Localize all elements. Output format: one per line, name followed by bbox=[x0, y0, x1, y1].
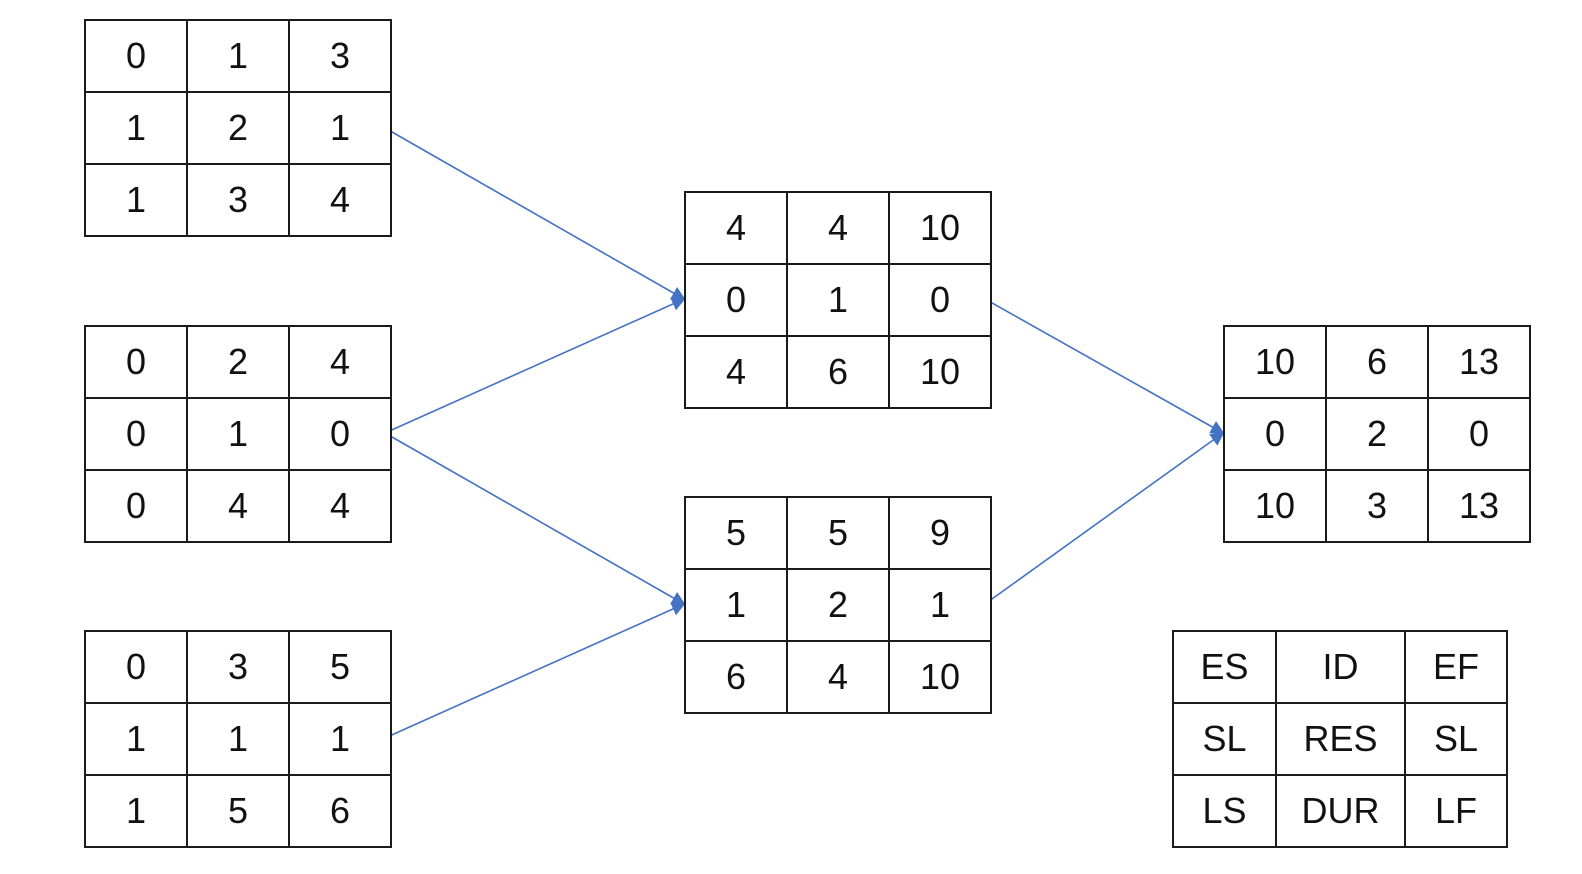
node-cell-res: 1 bbox=[186, 397, 290, 471]
activity-node: 5 5 9 1 2 1 6 4 10 bbox=[684, 496, 992, 714]
edge-3-to-5 bbox=[384, 602, 686, 739]
activity-node: 4 4 10 0 1 0 4 6 10 bbox=[684, 191, 992, 409]
legend-row-middle: SL RES SL bbox=[1172, 702, 1508, 776]
node-cell-es: 0 bbox=[84, 19, 188, 93]
node-cell-ef: 5 bbox=[288, 630, 392, 704]
node-cell-res: 1 bbox=[186, 702, 290, 776]
node-cell-ls: 4 bbox=[684, 335, 788, 409]
node-cell-dur: 3 bbox=[186, 163, 290, 237]
node-cell-id: 5 bbox=[786, 496, 890, 570]
node-row-top: 0 1 3 bbox=[84, 19, 392, 93]
node-cell-dur: 4 bbox=[786, 640, 890, 714]
node-cell-ef: 3 bbox=[288, 19, 392, 93]
node-row-top: 0 2 4 bbox=[84, 325, 392, 399]
node-cell-id: 3 bbox=[186, 630, 290, 704]
edge-4-to-6 bbox=[984, 298, 1225, 434]
node-cell-sl: 1 bbox=[288, 702, 392, 776]
node-cell-lf: 10 bbox=[888, 335, 992, 409]
node-row-bottom: 4 6 10 bbox=[684, 335, 992, 409]
node-cell-es: 0 bbox=[84, 325, 188, 399]
node-cell-id: 1 bbox=[186, 19, 290, 93]
node-cell-res: 2 bbox=[186, 91, 290, 165]
node-cell-res: 1 bbox=[786, 263, 890, 337]
node-cell-es: 10 bbox=[1223, 325, 1327, 399]
node-cell-res: 2 bbox=[1325, 397, 1429, 471]
legend-cell-ef: EF bbox=[1404, 630, 1508, 704]
node-row-middle: 0 1 0 bbox=[84, 397, 392, 471]
activity-node: 0 3 5 1 1 1 1 5 6 bbox=[84, 630, 392, 848]
node-cell-ls: 6 bbox=[684, 640, 788, 714]
node-cell-sl: 0 bbox=[288, 397, 392, 471]
node-cell-id: 2 bbox=[186, 325, 290, 399]
node-row-middle: 1 2 1 bbox=[84, 91, 392, 165]
node-cell-sl: 0 bbox=[684, 263, 788, 337]
node-row-middle: 1 1 1 bbox=[84, 702, 392, 776]
node-row-bottom: 6 4 10 bbox=[684, 640, 992, 714]
node-cell-es: 0 bbox=[84, 630, 188, 704]
node-cell-ls: 1 bbox=[84, 774, 188, 848]
legend-cell-es: ES bbox=[1172, 630, 1277, 704]
legend-cell-dur: DUR bbox=[1275, 774, 1406, 848]
node-cell-lf: 4 bbox=[288, 163, 392, 237]
node-cell-ls: 0 bbox=[84, 469, 188, 543]
node-cell-res: 2 bbox=[786, 568, 890, 642]
legend-cell-lf: LF bbox=[1404, 774, 1508, 848]
node-cell-ls: 10 bbox=[1223, 469, 1327, 543]
node-cell-ef: 9 bbox=[888, 496, 992, 570]
node-cell-dur: 4 bbox=[186, 469, 290, 543]
node-row-top: 4 4 10 bbox=[684, 191, 992, 265]
node-row-bottom: 10 3 13 bbox=[1223, 469, 1531, 543]
node-cell-ef: 4 bbox=[288, 325, 392, 399]
node-row-middle: 1 2 1 bbox=[684, 568, 992, 642]
node-row-bottom: 0 4 4 bbox=[84, 469, 392, 543]
node-row-top: 5 5 9 bbox=[684, 496, 992, 570]
node-cell-lf: 10 bbox=[888, 640, 992, 714]
edge-1-to-4 bbox=[384, 127, 686, 300]
edge-2-to-5 bbox=[384, 432, 686, 605]
node-cell-sl: 1 bbox=[84, 91, 188, 165]
node-cell-sl: 0 bbox=[888, 263, 992, 337]
node-cell-id: 6 bbox=[1325, 325, 1429, 399]
legend-row-bottom: LS DUR LF bbox=[1172, 774, 1508, 848]
node-cell-sl: 0 bbox=[1427, 397, 1531, 471]
node-cell-sl: 1 bbox=[888, 568, 992, 642]
edge-2-to-4 bbox=[384, 297, 686, 434]
node-cell-ls: 1 bbox=[84, 163, 188, 237]
activity-node: 10 6 13 0 2 0 10 3 13 bbox=[1223, 325, 1531, 543]
node-cell-dur: 6 bbox=[786, 335, 890, 409]
node-cell-lf: 6 bbox=[288, 774, 392, 848]
node-cell-dur: 5 bbox=[186, 774, 290, 848]
node-cell-dur: 3 bbox=[1325, 469, 1429, 543]
node-row-top: 10 6 13 bbox=[1223, 325, 1531, 399]
node-row-bottom: 1 5 6 bbox=[84, 774, 392, 848]
legend-row-top: ES ID EF bbox=[1172, 630, 1508, 704]
node-cell-sl: 1 bbox=[288, 91, 392, 165]
legend-cell-sl-right: SL bbox=[1404, 702, 1508, 776]
node-cell-es: 4 bbox=[684, 191, 788, 265]
node-cell-sl: 0 bbox=[84, 397, 188, 471]
node-cell-ef: 10 bbox=[888, 191, 992, 265]
node-cell-sl: 1 bbox=[84, 702, 188, 776]
activity-node: 0 1 3 1 2 1 1 3 4 bbox=[84, 19, 392, 237]
node-cell-sl: 1 bbox=[684, 568, 788, 642]
node-row-middle: 0 1 0 bbox=[684, 263, 992, 337]
legend-cell-ls: LS bbox=[1172, 774, 1277, 848]
node-cell-es: 5 bbox=[684, 496, 788, 570]
node-cell-sl: 0 bbox=[1223, 397, 1327, 471]
node-row-bottom: 1 3 4 bbox=[84, 163, 392, 237]
node-cell-id: 4 bbox=[786, 191, 890, 265]
node-cell-ef: 13 bbox=[1427, 325, 1531, 399]
legend-key: ES ID EF SL RES SL LS DUR LF bbox=[1172, 630, 1508, 848]
legend-cell-res: RES bbox=[1275, 702, 1406, 776]
activity-node: 0 2 4 0 1 0 0 4 4 bbox=[84, 325, 392, 543]
node-row-top: 0 3 5 bbox=[84, 630, 392, 704]
node-cell-lf: 13 bbox=[1427, 469, 1531, 543]
legend-cell-id: ID bbox=[1275, 630, 1406, 704]
node-cell-lf: 4 bbox=[288, 469, 392, 543]
legend-cell-sl-left: SL bbox=[1172, 702, 1277, 776]
edge-5-to-6 bbox=[984, 431, 1225, 605]
node-row-middle: 0 2 0 bbox=[1223, 397, 1531, 471]
